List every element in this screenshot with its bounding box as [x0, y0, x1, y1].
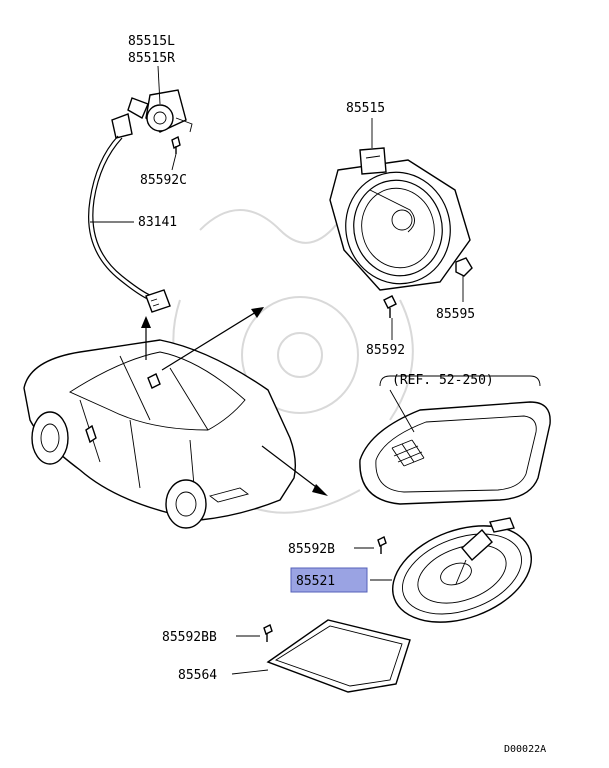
- clip-85595: [455, 257, 473, 277]
- label-85592b[interactable]: 85592B: [288, 542, 335, 557]
- arrows: [141, 307, 328, 496]
- leaders-top-right: [371, 118, 464, 340]
- screw-85592c: [171, 135, 181, 154]
- tweeter-assembly[interactable]: [88, 89, 193, 313]
- leaders-top-left: [90, 65, 177, 223]
- screw-85592: [383, 295, 397, 318]
- label-85515[interactable]: 85515: [346, 101, 385, 116]
- leaders-bottom: [231, 547, 392, 675]
- screw-85592bb: [263, 624, 273, 642]
- diagram-code: D00022A: [504, 744, 546, 755]
- part-highlight: [290, 567, 368, 593]
- rear-speaker-85521[interactable]: [379, 508, 544, 640]
- wire-harness-83141-b: [92, 137, 153, 297]
- screw-85592b: [377, 536, 387, 554]
- car-body: [23, 339, 297, 529]
- rear-shelf-panel: [359, 401, 551, 505]
- label-85515l[interactable]: 85515L: [128, 34, 175, 49]
- label-ref-52-250[interactable]: (REF. 52-250): [392, 373, 494, 388]
- label-85521[interactable]: 85521: [296, 574, 335, 589]
- tweeter-bracket: [111, 89, 193, 139]
- label-85515r[interactable]: 85515R: [128, 51, 175, 66]
- label-85564[interactable]: 85564: [178, 668, 217, 683]
- harness-connector: [145, 289, 171, 313]
- wire-harness-83141: [88, 135, 151, 301]
- label-85595[interactable]: 85595: [436, 307, 475, 322]
- label-85592c[interactable]: 85592C: [140, 173, 187, 188]
- label-85592[interactable]: 85592: [366, 343, 405, 358]
- door-speaker-85515[interactable]: [329, 147, 471, 296]
- label-85592bb[interactable]: 85592BB: [162, 630, 217, 645]
- label-83141[interactable]: 83141: [138, 215, 177, 230]
- gasket-85564[interactable]: [266, 619, 411, 693]
- ref-leader: [379, 375, 541, 433]
